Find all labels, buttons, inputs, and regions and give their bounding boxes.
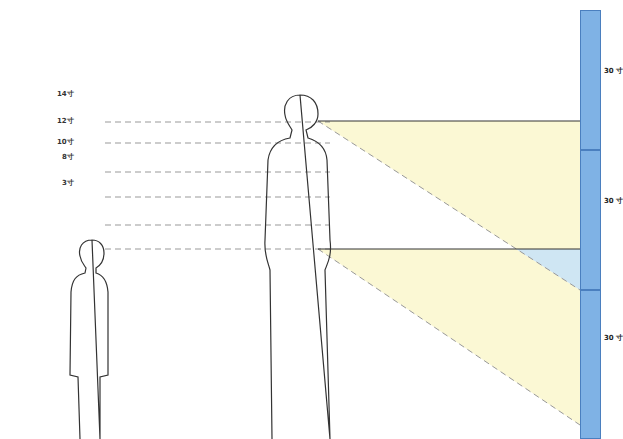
height-label: 12寸 bbox=[57, 116, 74, 126]
eye-level-lines bbox=[105, 121, 580, 425]
height-segment: 30 寸 bbox=[580, 10, 623, 150]
height-label: 3寸 bbox=[62, 178, 74, 188]
child-silhouette bbox=[70, 240, 108, 439]
height-label: 8寸 bbox=[62, 152, 74, 162]
height-label: 14寸 bbox=[57, 89, 74, 99]
height-segment: 30 寸 bbox=[580, 290, 623, 439]
segment-label: 30 寸 bbox=[604, 196, 623, 206]
view-zone-upper bbox=[318, 121, 580, 249]
height-segment: 30 寸 bbox=[580, 150, 623, 290]
view-zone-lower bbox=[318, 249, 580, 425]
sight-lines bbox=[318, 121, 580, 249]
height-label: 10寸 bbox=[57, 137, 74, 147]
adult-silhouette bbox=[265, 95, 331, 439]
segment-bar bbox=[580, 10, 601, 150]
segment-bar bbox=[580, 150, 601, 290]
segment-bar bbox=[580, 290, 601, 439]
segment-label: 30 寸 bbox=[604, 333, 623, 343]
segment-label: 30 寸 bbox=[604, 66, 623, 76]
